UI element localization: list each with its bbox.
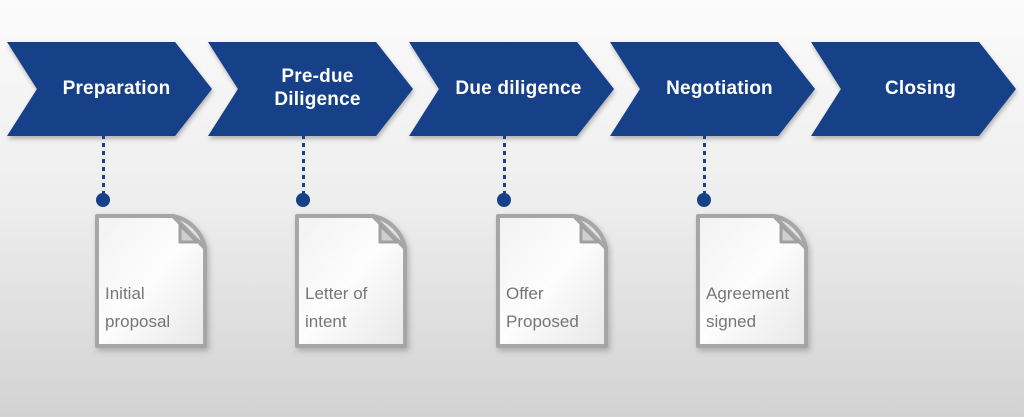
connector-dotted-line <box>96 135 110 209</box>
connector-dotted-line <box>697 135 711 209</box>
step-label: Pre-due Diligence <box>274 66 361 110</box>
document-label: Offer Proposed <box>506 284 579 331</box>
step-label: Preparation <box>62 77 171 99</box>
step-arrow-closing: Closing <box>811 42 1016 136</box>
document-page-icon <box>295 214 407 348</box>
step-arrow-due-diligence: Due diligence <box>409 42 614 136</box>
document-label: Agreement signed <box>706 284 790 331</box>
chevron-shape: Negotiation <box>610 42 815 136</box>
document-label: Initial proposal <box>105 284 171 331</box>
document-offer-proposed: Offer Proposed <box>493 211 611 351</box>
connector-dot <box>697 193 711 207</box>
connector-dot <box>296 193 310 207</box>
connector-dot <box>497 193 511 207</box>
step-label: Due diligence <box>455 77 582 99</box>
chevron-shape: Preparation <box>7 42 212 136</box>
dotted-line <box>502 135 506 195</box>
document-page-icon <box>696 214 808 348</box>
chevron-shape: Due diligence <box>409 42 614 136</box>
document-page-icon <box>496 214 608 348</box>
chevron-shape: Closing <box>811 42 1016 136</box>
step-label: Negotiation <box>666 77 773 99</box>
document-page-icon <box>95 214 207 348</box>
document-initial-proposal: Initial proposal <box>92 211 210 351</box>
step-arrow-pre-due-diligence: Pre-due Diligence <box>208 42 413 136</box>
dotted-line <box>301 135 305 195</box>
connector-dotted-line <box>497 135 511 209</box>
connector-dot <box>96 193 110 207</box>
document-label: Letter of intent <box>305 284 368 331</box>
document-letter-of-intent: Letter of intent <box>292 211 410 351</box>
connector-dotted-line <box>296 135 310 209</box>
document-agreement-signed: Agreement signed <box>693 211 811 351</box>
step-arrow-preparation: Preparation <box>7 42 212 136</box>
dotted-line <box>101 135 105 195</box>
chevron-shape: Pre-due Diligence <box>208 42 413 136</box>
step-arrow-negotiation: Negotiation <box>610 42 815 136</box>
dotted-line <box>702 135 706 195</box>
step-label: Closing <box>884 77 957 99</box>
